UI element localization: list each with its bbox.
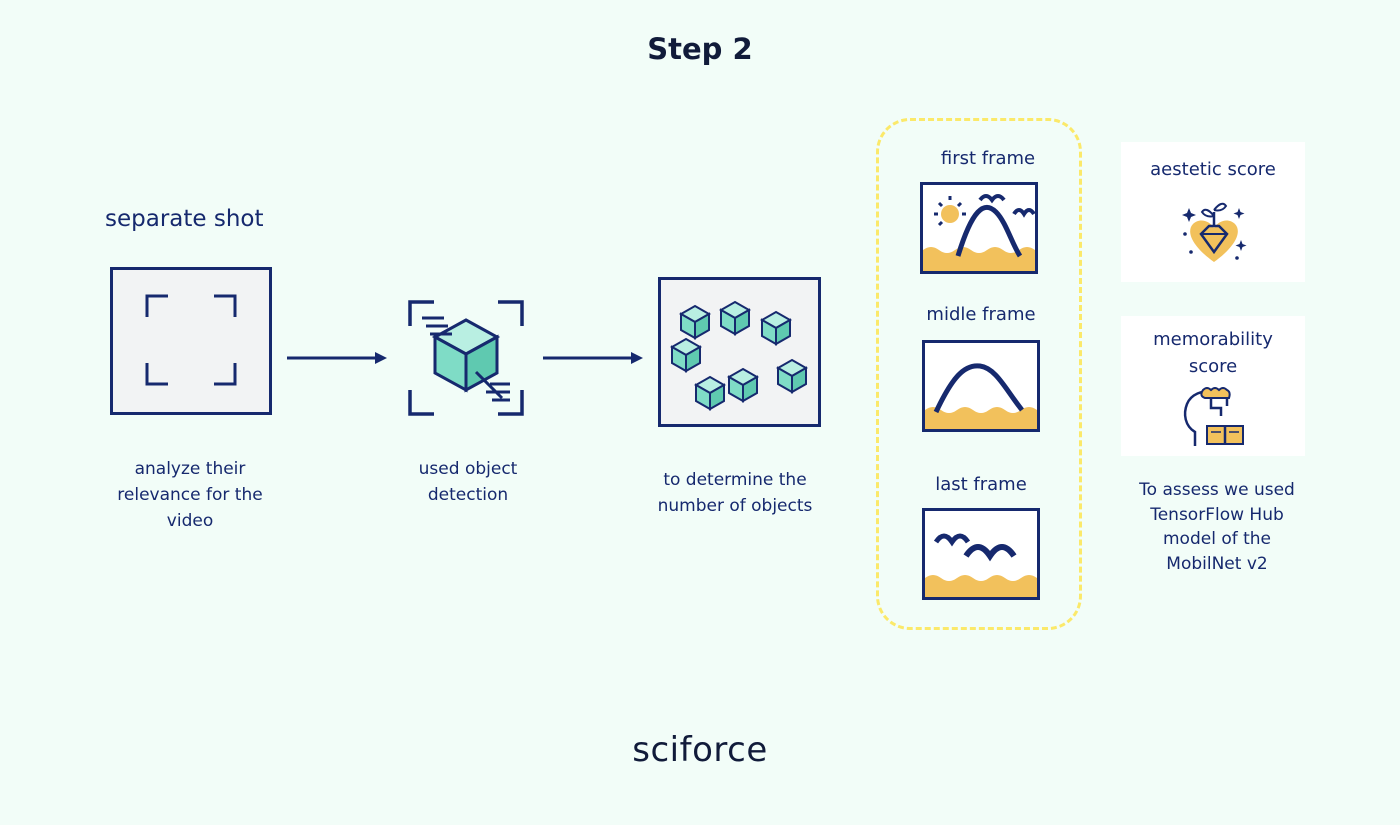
model-note-line: model of the [1162, 529, 1272, 549]
model-note-line: MobilNet v2 [1166, 553, 1268, 574]
sciforce-logo: sciforce [632, 730, 768, 770]
object-detection-icon [406, 298, 526, 418]
detection-caption-line: used object [418, 459, 518, 479]
middle-frame-label: midle frame [926, 304, 1036, 325]
arrow-right-icon [287, 350, 389, 366]
memorability-score-label: memorability score [1121, 326, 1305, 380]
aesthetic-score-label: aestetic score [1150, 159, 1276, 180]
shot-frame-icon [110, 267, 272, 415]
memorability-score-card: memorability score [1121, 316, 1305, 456]
frames-panel [876, 118, 1082, 630]
last-frame-image-icon [922, 508, 1040, 600]
count-caption-line: to determine the [663, 470, 807, 490]
middle-frame-image-icon [922, 340, 1040, 432]
count-caption-line: number of objects [657, 496, 813, 516]
detection-caption: used object detection [368, 456, 568, 508]
aesthetic-score-card: aestetic score [1121, 142, 1305, 282]
separate-shot-heading: separate shot [105, 206, 264, 232]
shot-caption-line: video [166, 511, 214, 531]
model-note-line: To assess we used [1139, 480, 1295, 500]
last-frame-label: last frame [935, 474, 1027, 495]
diagram-title: Step 2 [647, 32, 753, 66]
first-frame-label: first frame [940, 148, 1036, 169]
memorability-label-line: memorability [1153, 329, 1273, 350]
model-note: To assess we used TensorFlow Hub model o… [1112, 478, 1322, 576]
memorability-label-line: score [1188, 356, 1238, 377]
model-note-line: TensorFlow Hub [1150, 504, 1284, 525]
detection-caption-line: detection [427, 485, 509, 505]
count-caption: to determine the number of objects [635, 467, 835, 519]
shot-caption-line: analyze their [134, 459, 246, 479]
head-book-icon [1181, 386, 1247, 450]
shot-caption: analyze their relevance for the video [90, 456, 290, 534]
first-frame-image-icon [920, 182, 1038, 274]
diamond-heart-icon [1179, 194, 1249, 266]
counted-objects-icon [658, 277, 821, 427]
shot-caption-line: relevance for the [117, 485, 263, 505]
arrow-right-icon [543, 350, 645, 366]
